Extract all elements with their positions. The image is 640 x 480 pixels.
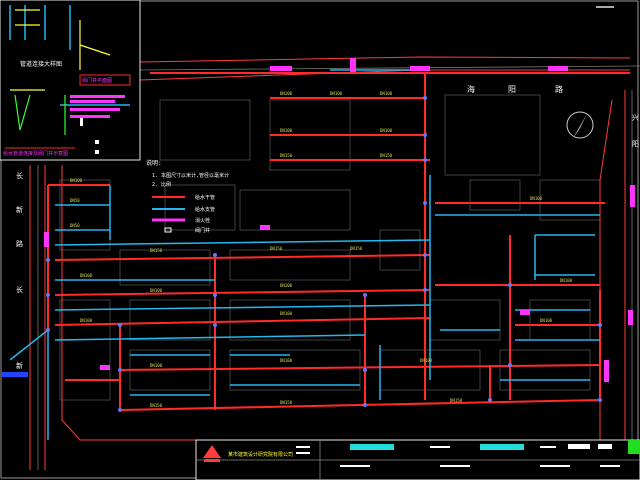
street-char-1: 海 bbox=[467, 84, 475, 94]
svg-text:DN100: DN100 bbox=[420, 358, 433, 363]
left-street-char-1: 长 bbox=[16, 171, 23, 180]
legend: 给水干管 给水支管 消火栓 阀门井 bbox=[152, 194, 215, 234]
legend-label-valve: 阀门井 bbox=[195, 227, 210, 234]
svg-text:DN100: DN100 bbox=[80, 318, 93, 323]
svg-text:DN50: DN50 bbox=[70, 198, 80, 203]
inset-detail-panel: 管道连接大样图 阀门井平面图 给水管道连接及阀门井示意图 bbox=[0, 0, 141, 161]
svg-text:DN150: DN150 bbox=[350, 246, 363, 251]
legend-label-main: 给水干管 bbox=[195, 194, 215, 201]
svg-text:DN100: DN100 bbox=[150, 363, 163, 368]
inset-bottom-caption: 给水管道连接及阀门井示意图 bbox=[3, 150, 68, 157]
inset-caption: 管道连接大样图 bbox=[20, 60, 62, 68]
left-street-char-3: 路 bbox=[16, 239, 23, 248]
svg-text:DN100: DN100 bbox=[560, 278, 573, 283]
left-street-char-2: 新 bbox=[16, 205, 23, 214]
title-cyan-bar-2 bbox=[480, 444, 524, 450]
sheet-number-mark bbox=[596, 6, 614, 8]
legend-swatch-valve bbox=[164, 227, 172, 233]
street-labels-top: 海 阳 路 bbox=[467, 84, 563, 94]
notes-line-1: 1. 本图尺寸以米计,管径以毫米计 bbox=[152, 172, 229, 179]
drawing-notes: 说明: 1. 本图尺寸以米计,管径以毫米计 2. 比例 bbox=[146, 159, 229, 188]
svg-text:DN100: DN100 bbox=[280, 128, 293, 133]
title-green-box bbox=[628, 440, 640, 454]
valve-nodes bbox=[46, 96, 602, 412]
svg-text:DN150: DN150 bbox=[380, 153, 393, 158]
svg-text:DN100: DN100 bbox=[70, 178, 83, 183]
svg-text:DN150: DN150 bbox=[450, 398, 463, 403]
street-labels-left: 长 新 路 长 新 bbox=[16, 171, 23, 370]
legend-label-branch: 给水支管 bbox=[195, 206, 215, 213]
left-street-char-4: 长 bbox=[16, 285, 23, 294]
inset-caption-secondary: 阀门井平面图 bbox=[82, 77, 112, 84]
svg-text:DN50: DN50 bbox=[70, 223, 80, 228]
svg-text:DN100: DN100 bbox=[280, 283, 293, 288]
svg-text:DN100: DN100 bbox=[540, 318, 553, 323]
svg-text:DN100: DN100 bbox=[80, 273, 93, 278]
notes-line-2: 2. 比例 bbox=[152, 181, 171, 188]
hydrant-markers bbox=[44, 58, 635, 382]
svg-text:DN150: DN150 bbox=[150, 248, 163, 253]
svg-text:DN100: DN100 bbox=[280, 358, 293, 363]
svg-text:DN150: DN150 bbox=[280, 400, 293, 405]
legend-label-hydrant: 消火栓 bbox=[195, 217, 210, 224]
title-white-bar-2 bbox=[598, 444, 612, 449]
svg-text:DN150: DN150 bbox=[150, 403, 163, 408]
svg-text:DN100: DN100 bbox=[530, 196, 543, 201]
svg-text:DN100: DN100 bbox=[380, 128, 393, 133]
svg-text:DN100: DN100 bbox=[280, 311, 293, 316]
offsite-connection-label bbox=[2, 372, 28, 377]
title-block: 某市建筑设计研究院有限公司 bbox=[195, 439, 640, 480]
street-char-3: 路 bbox=[555, 84, 563, 94]
street-char-2: 阳 bbox=[508, 85, 516, 94]
notes-heading: 说明: bbox=[146, 159, 162, 167]
svg-text:DN100: DN100 bbox=[280, 91, 293, 96]
svg-text:DN100: DN100 bbox=[150, 288, 163, 293]
water-main-pipes bbox=[47, 72, 630, 411]
svg-text:DN150: DN150 bbox=[280, 153, 293, 158]
svg-text:DN100: DN100 bbox=[330, 91, 343, 96]
svg-text:DN150: DN150 bbox=[270, 246, 283, 251]
svg-text:DN100: DN100 bbox=[380, 91, 393, 96]
building-footprints bbox=[59, 94, 601, 401]
title-cyan-bar-1 bbox=[350, 444, 394, 450]
right-street-char-2: 阳 bbox=[632, 139, 639, 148]
right-street-char-1: 兴 bbox=[632, 113, 639, 122]
branch-pipes bbox=[9, 69, 600, 440]
title-white-bar-1 bbox=[568, 444, 590, 449]
north-arrow-icon bbox=[566, 111, 594, 140]
street-labels-right: 兴 阳 bbox=[632, 113, 639, 148]
company-name: 某市建筑设计研究院有限公司 bbox=[228, 451, 293, 458]
company-logo-icon bbox=[203, 445, 221, 462]
left-street-char-5: 新 bbox=[16, 361, 23, 370]
